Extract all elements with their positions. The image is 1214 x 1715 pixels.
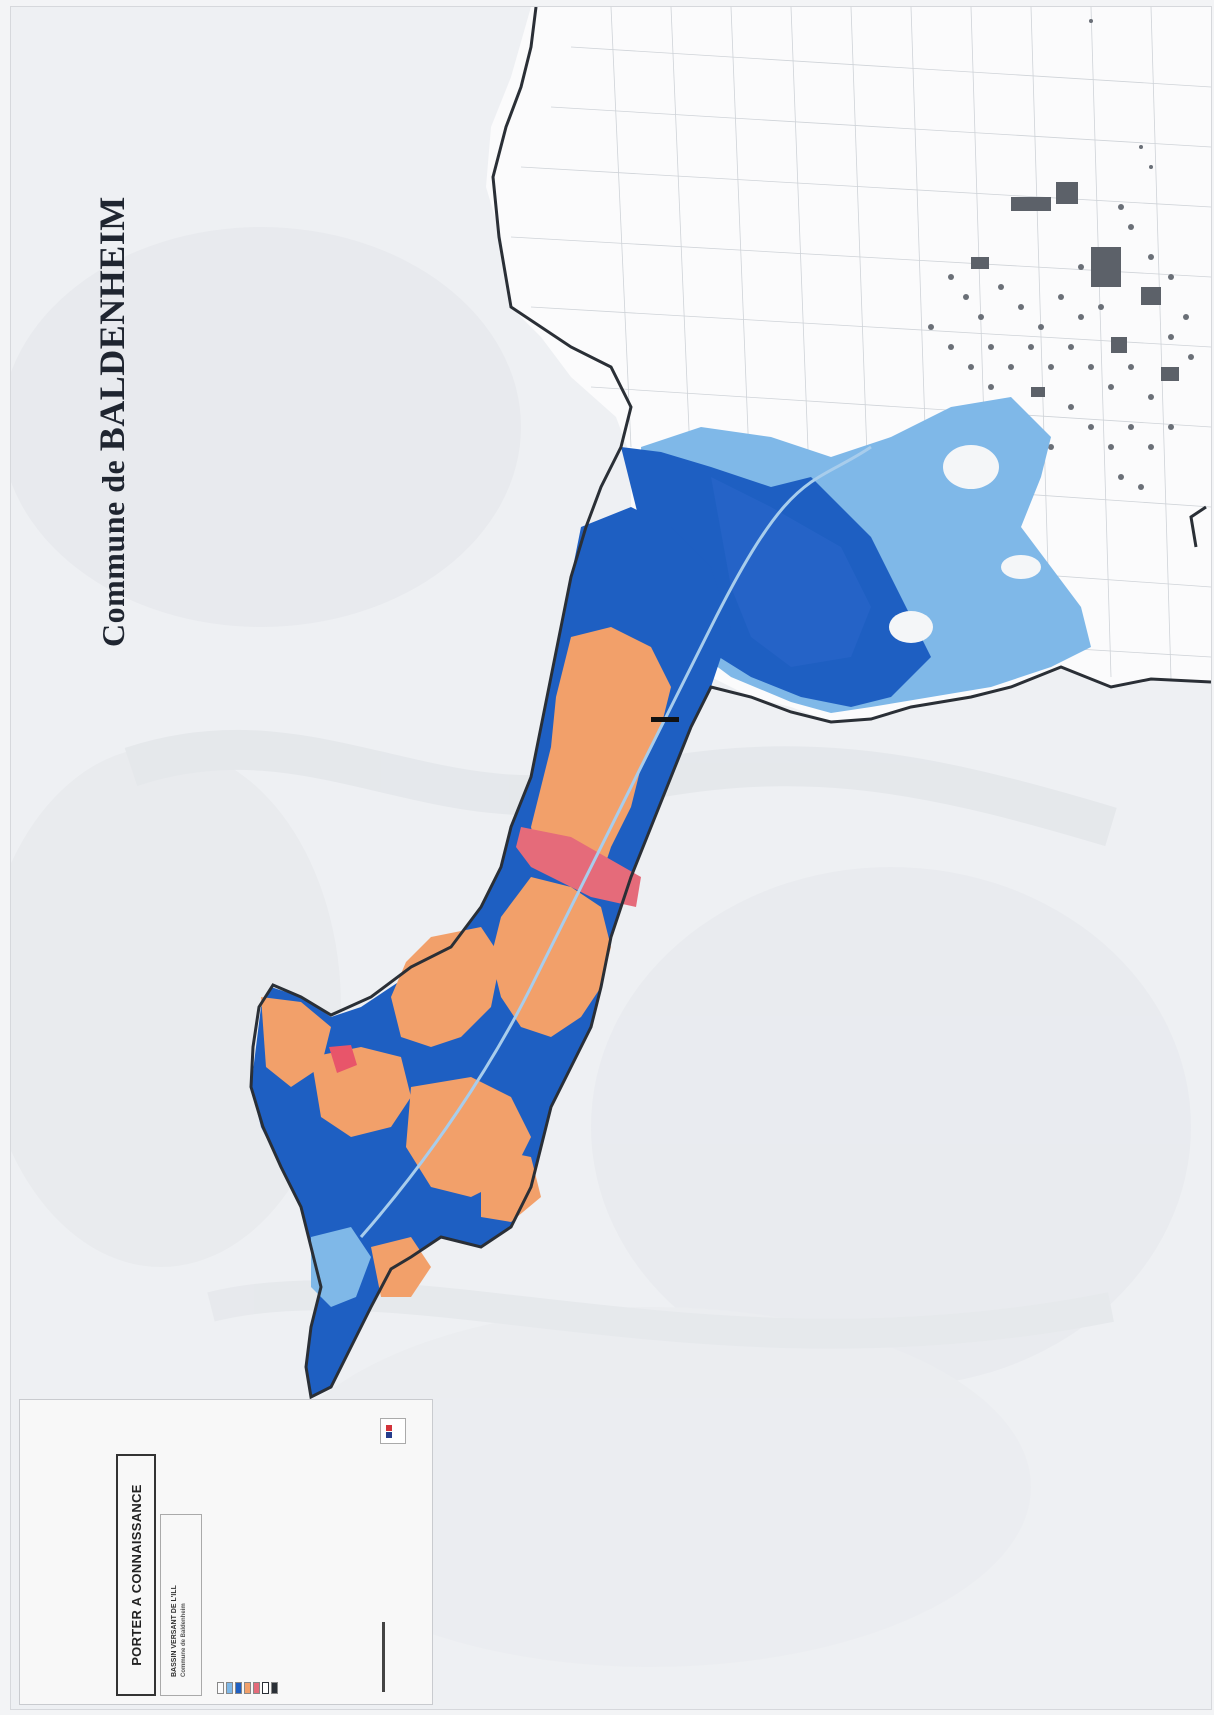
legend-row: [216, 1414, 225, 1694]
study-line-1: BASSIN VERSANT DE L'ILL: [171, 1585, 178, 1677]
legend-swatch: [262, 1682, 269, 1694]
study-line-2: Commune de Baldenheim: [181, 1603, 187, 1677]
prefecture-logo-icon: [380, 1418, 406, 1444]
porter-a-connaissance-box: PORTER A CONNAISSANCE: [116, 1454, 156, 1696]
legend-swatch: [235, 1682, 242, 1694]
legend-row: [270, 1414, 279, 1694]
commune-boundary: [249, 7, 1211, 1400]
legend-rotated: PORTER A CONNAISSANCE BASSIN VERSANT DE …: [20, 1400, 432, 1704]
legend-panel: PORTER A CONNAISSANCE BASSIN VERSANT DE …: [19, 1399, 433, 1705]
legend-items: [216, 1414, 279, 1694]
legend-swatch: [244, 1682, 251, 1694]
legend-swatch: [253, 1682, 260, 1694]
legend-row: [225, 1414, 234, 1694]
scale-bar: [380, 1452, 388, 1692]
scale-bar-graphic: [382, 1622, 385, 1692]
map-title: Commune de BALDENHEIM: [91, 196, 133, 647]
hazard-zones: [251, 397, 1091, 1397]
flood-hazard-map: [11, 7, 1211, 1667]
legend-row: [234, 1414, 243, 1694]
legend-swatch: [271, 1682, 278, 1694]
map-title-commune: BALDENHEIM: [92, 196, 132, 452]
legend-swatch: [217, 1682, 224, 1694]
legend-row: [261, 1414, 270, 1694]
map-sheet: Commune de BALDENHEIM PORTER A CONNAISSA…: [10, 6, 1212, 1710]
legend-row: [252, 1414, 261, 1694]
legend-row: [243, 1414, 252, 1694]
map-title-prefix: Commune de: [95, 459, 131, 647]
legend-swatch: [226, 1682, 233, 1694]
study-box: BASSIN VERSANT DE L'ILL Commune de Balde…: [160, 1514, 202, 1696]
aerial-background: [11, 227, 1191, 1667]
